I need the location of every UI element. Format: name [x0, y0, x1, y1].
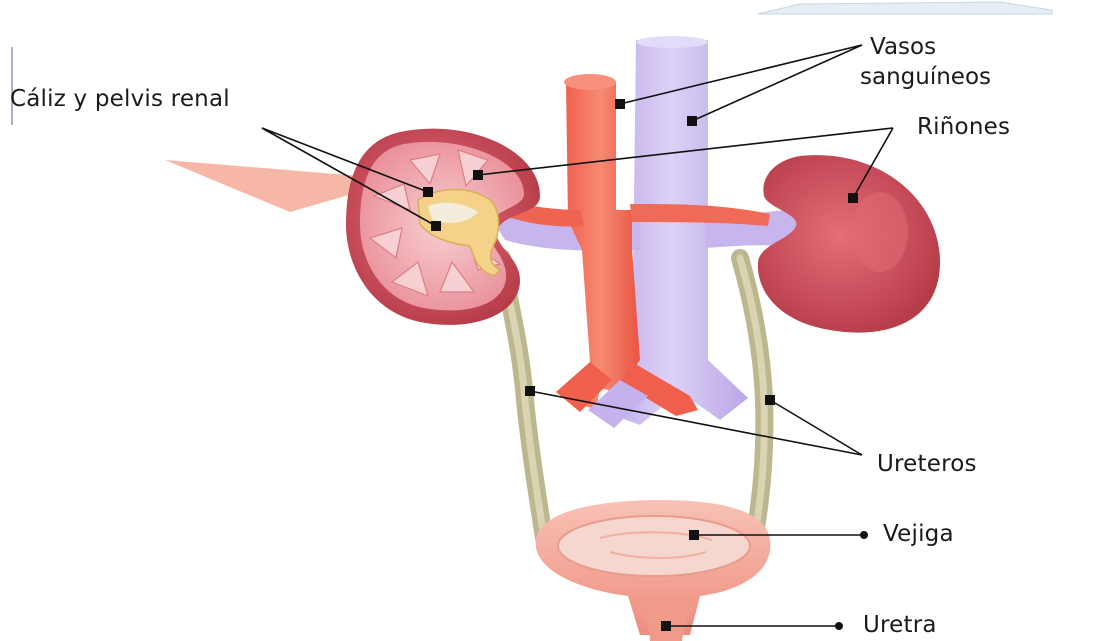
label-vasos-line1: Vasos	[860, 32, 991, 62]
top-right-artifact	[758, 2, 1052, 14]
bladder-interior	[558, 516, 750, 576]
label-ureteros: Ureteros	[877, 453, 977, 476]
label-caliz-pelvis: Cáliz y pelvis renal	[10, 88, 230, 111]
label-vasos-line2: sanguíneos	[860, 62, 991, 92]
label-uretra: Uretra	[863, 614, 937, 637]
right-kidney	[758, 155, 940, 332]
label-vasos-sanguineos: Vasos sanguíneos	[860, 32, 991, 92]
aorta-top	[564, 74, 616, 90]
label-vejiga: Vejiga	[883, 523, 954, 546]
label-rinones: Riñones	[917, 116, 1010, 139]
right-kidney-highlight	[852, 192, 908, 272]
vena-cava-top	[636, 36, 708, 48]
pink-wedge	[165, 160, 360, 212]
